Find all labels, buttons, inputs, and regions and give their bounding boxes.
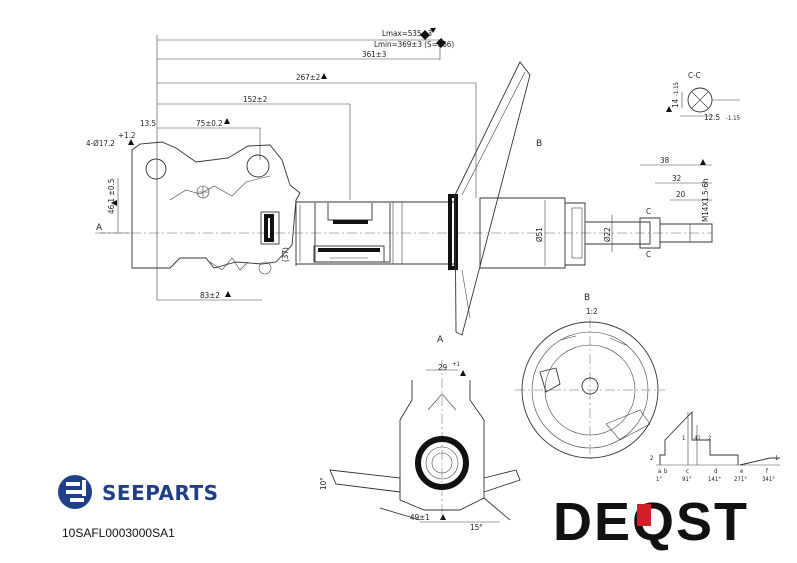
dim-46-1-tol: ±0.5 [107,179,116,196]
dim-14-tol: -1.15 [673,82,680,96]
dim-83: 83±2 [200,291,220,300]
dim-20: 20 [676,190,686,199]
deqst-red-accent [637,504,651,526]
deqst-logo: DEQST [553,492,749,552]
dim-thread: M14X1.5-6h [701,179,710,222]
graph-angle-2: 91° [682,476,692,483]
deqst-wordmark: DEQST [553,492,749,552]
graph-angle-5: 341° [762,476,775,483]
dim-267: 267±2 [296,73,320,82]
graph-mid-label-1: 2 [650,455,653,462]
dim-37: (37) [281,247,290,262]
section-c-top: C [646,207,651,216]
dim-38: 38 [660,156,670,165]
graph-mid-label-2: 1 [775,455,778,462]
section-cc-title: C-C [688,71,701,80]
graph-letter-d: d [714,468,717,475]
dim-hole-dia: 4-Ø17.2 [86,138,115,148]
graph-top-label-3: 2 [708,435,711,442]
dim-14: 14 [671,98,680,108]
graph-letter-e: e [740,468,744,475]
dim-29-tol: +1 [452,361,460,368]
part-code: 10SAFL0003000SA1 [62,526,175,540]
dim-29: 29 [438,363,448,372]
dim-152: 152±2 [243,95,267,104]
dim-12-5-tol: -1.15 [726,115,740,122]
angle-graph [656,410,780,466]
view-b-title: B [584,293,590,303]
view-b-scale: 1:2 [586,307,598,316]
dim-32: 32 [672,174,681,183]
main-dimensions [100,35,712,301]
dim-13-5: 13.5 [140,119,156,128]
dim-49: 49±1 [410,513,430,522]
brand-name: SEEPARTS [102,481,219,505]
dim-46-1: 46.1 [107,198,116,214]
section-cc-view [680,87,740,117]
graph-letter-c: c [686,468,689,475]
dim-dia-22: Ø22 [602,227,612,242]
strut-side-view [95,61,713,336]
seeparts-logo [58,475,92,509]
dim-lmin: Lmin=369±3 (S=166) [374,40,454,49]
dim-10-deg: 10° [319,477,328,490]
graph-top-label-1: 1 [682,435,685,442]
dim-361: 361±3 [362,50,386,59]
graph-letter-a: a [658,468,661,475]
view-b-arrow-label: B [536,139,542,149]
dim-15-deg: 15° [470,523,483,532]
graph-angle-3: 141° [708,476,721,483]
graph-angle-1: 1° [656,476,662,483]
graph-angle-4: 271° [734,476,747,483]
dim-12-5: 12.5 [704,113,720,122]
dim-lmax: Lmax=535±3 [382,29,432,38]
view-a-arrow-label: A [96,223,103,233]
graph-letter-b: b [664,468,668,475]
dim-dia-51: Ø51 [534,227,544,242]
key-dimension-markers [111,28,706,520]
view-a-section [329,360,521,523]
graph-top-label-2: 41 [694,435,701,442]
view-a-title: A [437,335,444,345]
section-c-bottom: C [646,250,651,259]
graph-letter-f: f [766,468,768,475]
view-b-plate [515,318,665,462]
dim-hole-tol: +1.2 [118,131,135,140]
dim-75: 75±0.2 [196,119,223,128]
